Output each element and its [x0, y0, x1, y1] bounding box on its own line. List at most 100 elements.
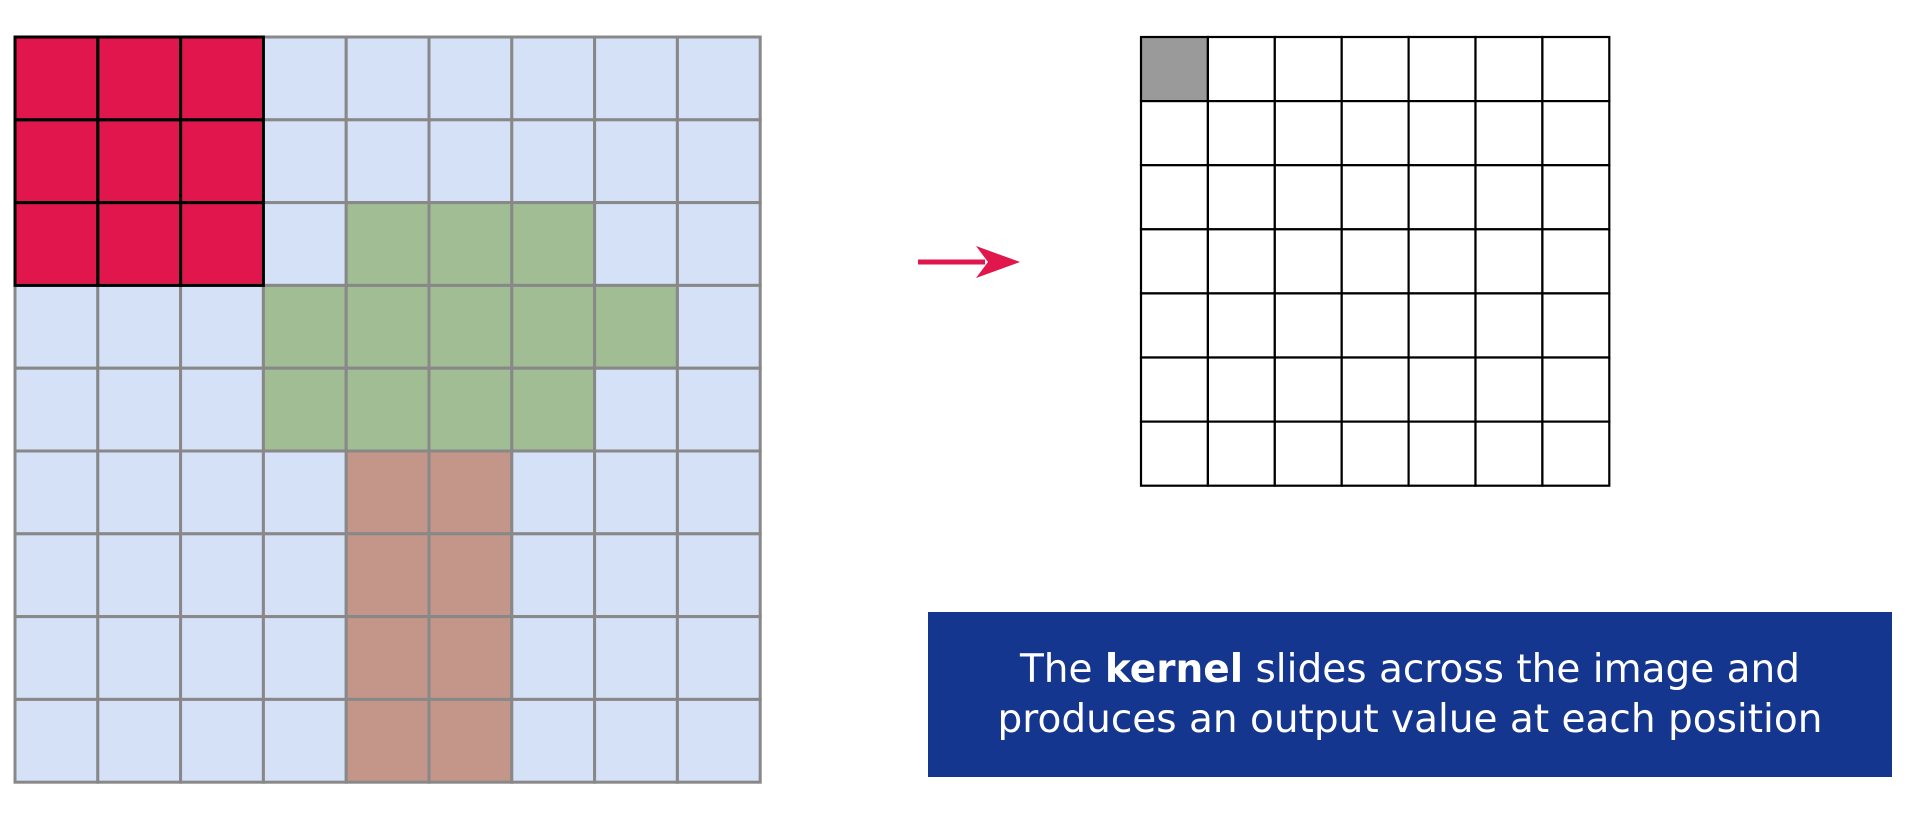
input-cell-sky — [261, 35, 348, 122]
output-cell — [1541, 356, 1611, 423]
output-cell — [1340, 420, 1410, 487]
input-cell-tree-foliage — [427, 366, 514, 453]
input-cell-tree-trunk — [344, 697, 431, 784]
output-cell — [1139, 99, 1210, 167]
kernel-cell-border — [179, 201, 265, 287]
input-cell-sky — [179, 697, 265, 784]
input-cell-tree-foliage — [510, 283, 597, 370]
input-cell-sky — [179, 366, 265, 453]
output-cell — [1206, 420, 1276, 487]
input-cell-sky — [510, 35, 597, 122]
input-cell-tree-foliage — [344, 366, 431, 453]
input-cell-kernel — [179, 118, 265, 205]
input-cell-sky — [344, 35, 431, 122]
output-cell — [1541, 228, 1611, 295]
input-cell-kernel — [13, 201, 100, 287]
output-cell — [1273, 228, 1343, 295]
input-cell-sky — [96, 532, 183, 619]
output-cell — [1407, 228, 1477, 295]
output-cell — [1340, 99, 1410, 167]
output-cell — [1340, 228, 1410, 295]
output-cell — [1474, 356, 1544, 423]
input-cell-tree-foliage — [593, 283, 679, 370]
input-cell-sky — [96, 697, 183, 784]
caption-line-1: The kernel slides across the image and — [998, 645, 1823, 695]
input-cell-sky — [593, 449, 679, 536]
input-cell-tree-trunk — [427, 449, 514, 536]
output-cell — [1407, 356, 1477, 423]
output-cell — [1273, 292, 1343, 359]
output-cell — [1541, 164, 1611, 231]
output-cell — [1139, 228, 1210, 295]
output-cell — [1206, 292, 1276, 359]
output-cell — [1139, 420, 1210, 487]
input-cell-tree-trunk — [344, 615, 431, 701]
input-cell-sky — [593, 615, 679, 701]
output-cell — [1206, 164, 1276, 231]
input-cell-tree-foliage — [261, 283, 348, 370]
input-cell-sky — [13, 366, 100, 453]
input-cell-sky — [675, 283, 762, 370]
input-cell-sky — [261, 201, 348, 287]
input-cell-sky — [96, 366, 183, 453]
input-cell-sky — [675, 615, 762, 701]
input-cell-sky — [13, 449, 100, 536]
input-cell-tree-foliage — [510, 366, 597, 453]
output-cell — [1474, 292, 1544, 359]
output-cell — [1340, 356, 1410, 423]
input-cell-kernel — [13, 35, 100, 122]
output-cell — [1139, 292, 1210, 359]
input-cell-sky — [675, 532, 762, 619]
caption-box: The kernel slides across the image and p… — [928, 612, 1892, 777]
output-cell — [1273, 356, 1343, 423]
input-cell-sky — [261, 697, 348, 784]
input-cell-tree-trunk — [427, 697, 514, 784]
input-cell-sky — [96, 283, 183, 370]
output-cell — [1541, 35, 1611, 103]
input-cell-sky — [261, 449, 348, 536]
input-cell-sky — [427, 118, 514, 205]
output-cell — [1139, 164, 1210, 231]
output-cell — [1474, 35, 1544, 103]
input-cell-sky — [179, 283, 265, 370]
input-cell-tree-trunk — [427, 532, 514, 619]
input-cell-kernel — [13, 118, 100, 205]
input-cell-kernel — [96, 118, 183, 205]
input-cell-sky — [427, 35, 514, 122]
output-cell — [1407, 292, 1477, 359]
output-cell — [1340, 35, 1410, 103]
kernel-window — [13, 35, 265, 287]
output-cell — [1340, 292, 1410, 359]
input-cell-sky — [13, 615, 100, 701]
caption-keyword-kernel: kernel — [1104, 646, 1244, 692]
output-cell — [1206, 356, 1276, 423]
input-cell-tree-foliage — [344, 201, 431, 287]
caption-line-1-end: slides across the image and — [1243, 646, 1801, 692]
input-cell-sky — [179, 532, 265, 619]
input-cell-tree-trunk — [344, 449, 431, 536]
input-cell-sky — [593, 366, 679, 453]
output-cell — [1407, 420, 1477, 487]
input-cell-sky — [510, 118, 597, 205]
output-cell — [1273, 164, 1343, 231]
input-cell-sky — [675, 697, 762, 784]
input-cell-tree-foliage — [261, 366, 348, 453]
output-cell — [1273, 420, 1343, 487]
output-cell — [1541, 99, 1611, 167]
output-cell — [1206, 99, 1276, 167]
input-cell-sky — [675, 201, 762, 287]
input-cell-sky — [96, 615, 183, 701]
input-cell-kernel — [179, 35, 265, 122]
input-cell-sky — [675, 35, 762, 122]
input-cell-sky — [261, 532, 348, 619]
input-image-grid — [13, 35, 762, 784]
input-cell-sky — [675, 118, 762, 205]
input-cell-sky — [593, 532, 679, 619]
output-cell — [1474, 99, 1544, 167]
input-cell-tree-foliage — [427, 201, 514, 287]
input-cell-kernel — [96, 201, 183, 287]
input-cell-tree-trunk — [344, 532, 431, 619]
input-cell-sky — [593, 697, 679, 784]
input-cell-sky — [344, 118, 431, 205]
